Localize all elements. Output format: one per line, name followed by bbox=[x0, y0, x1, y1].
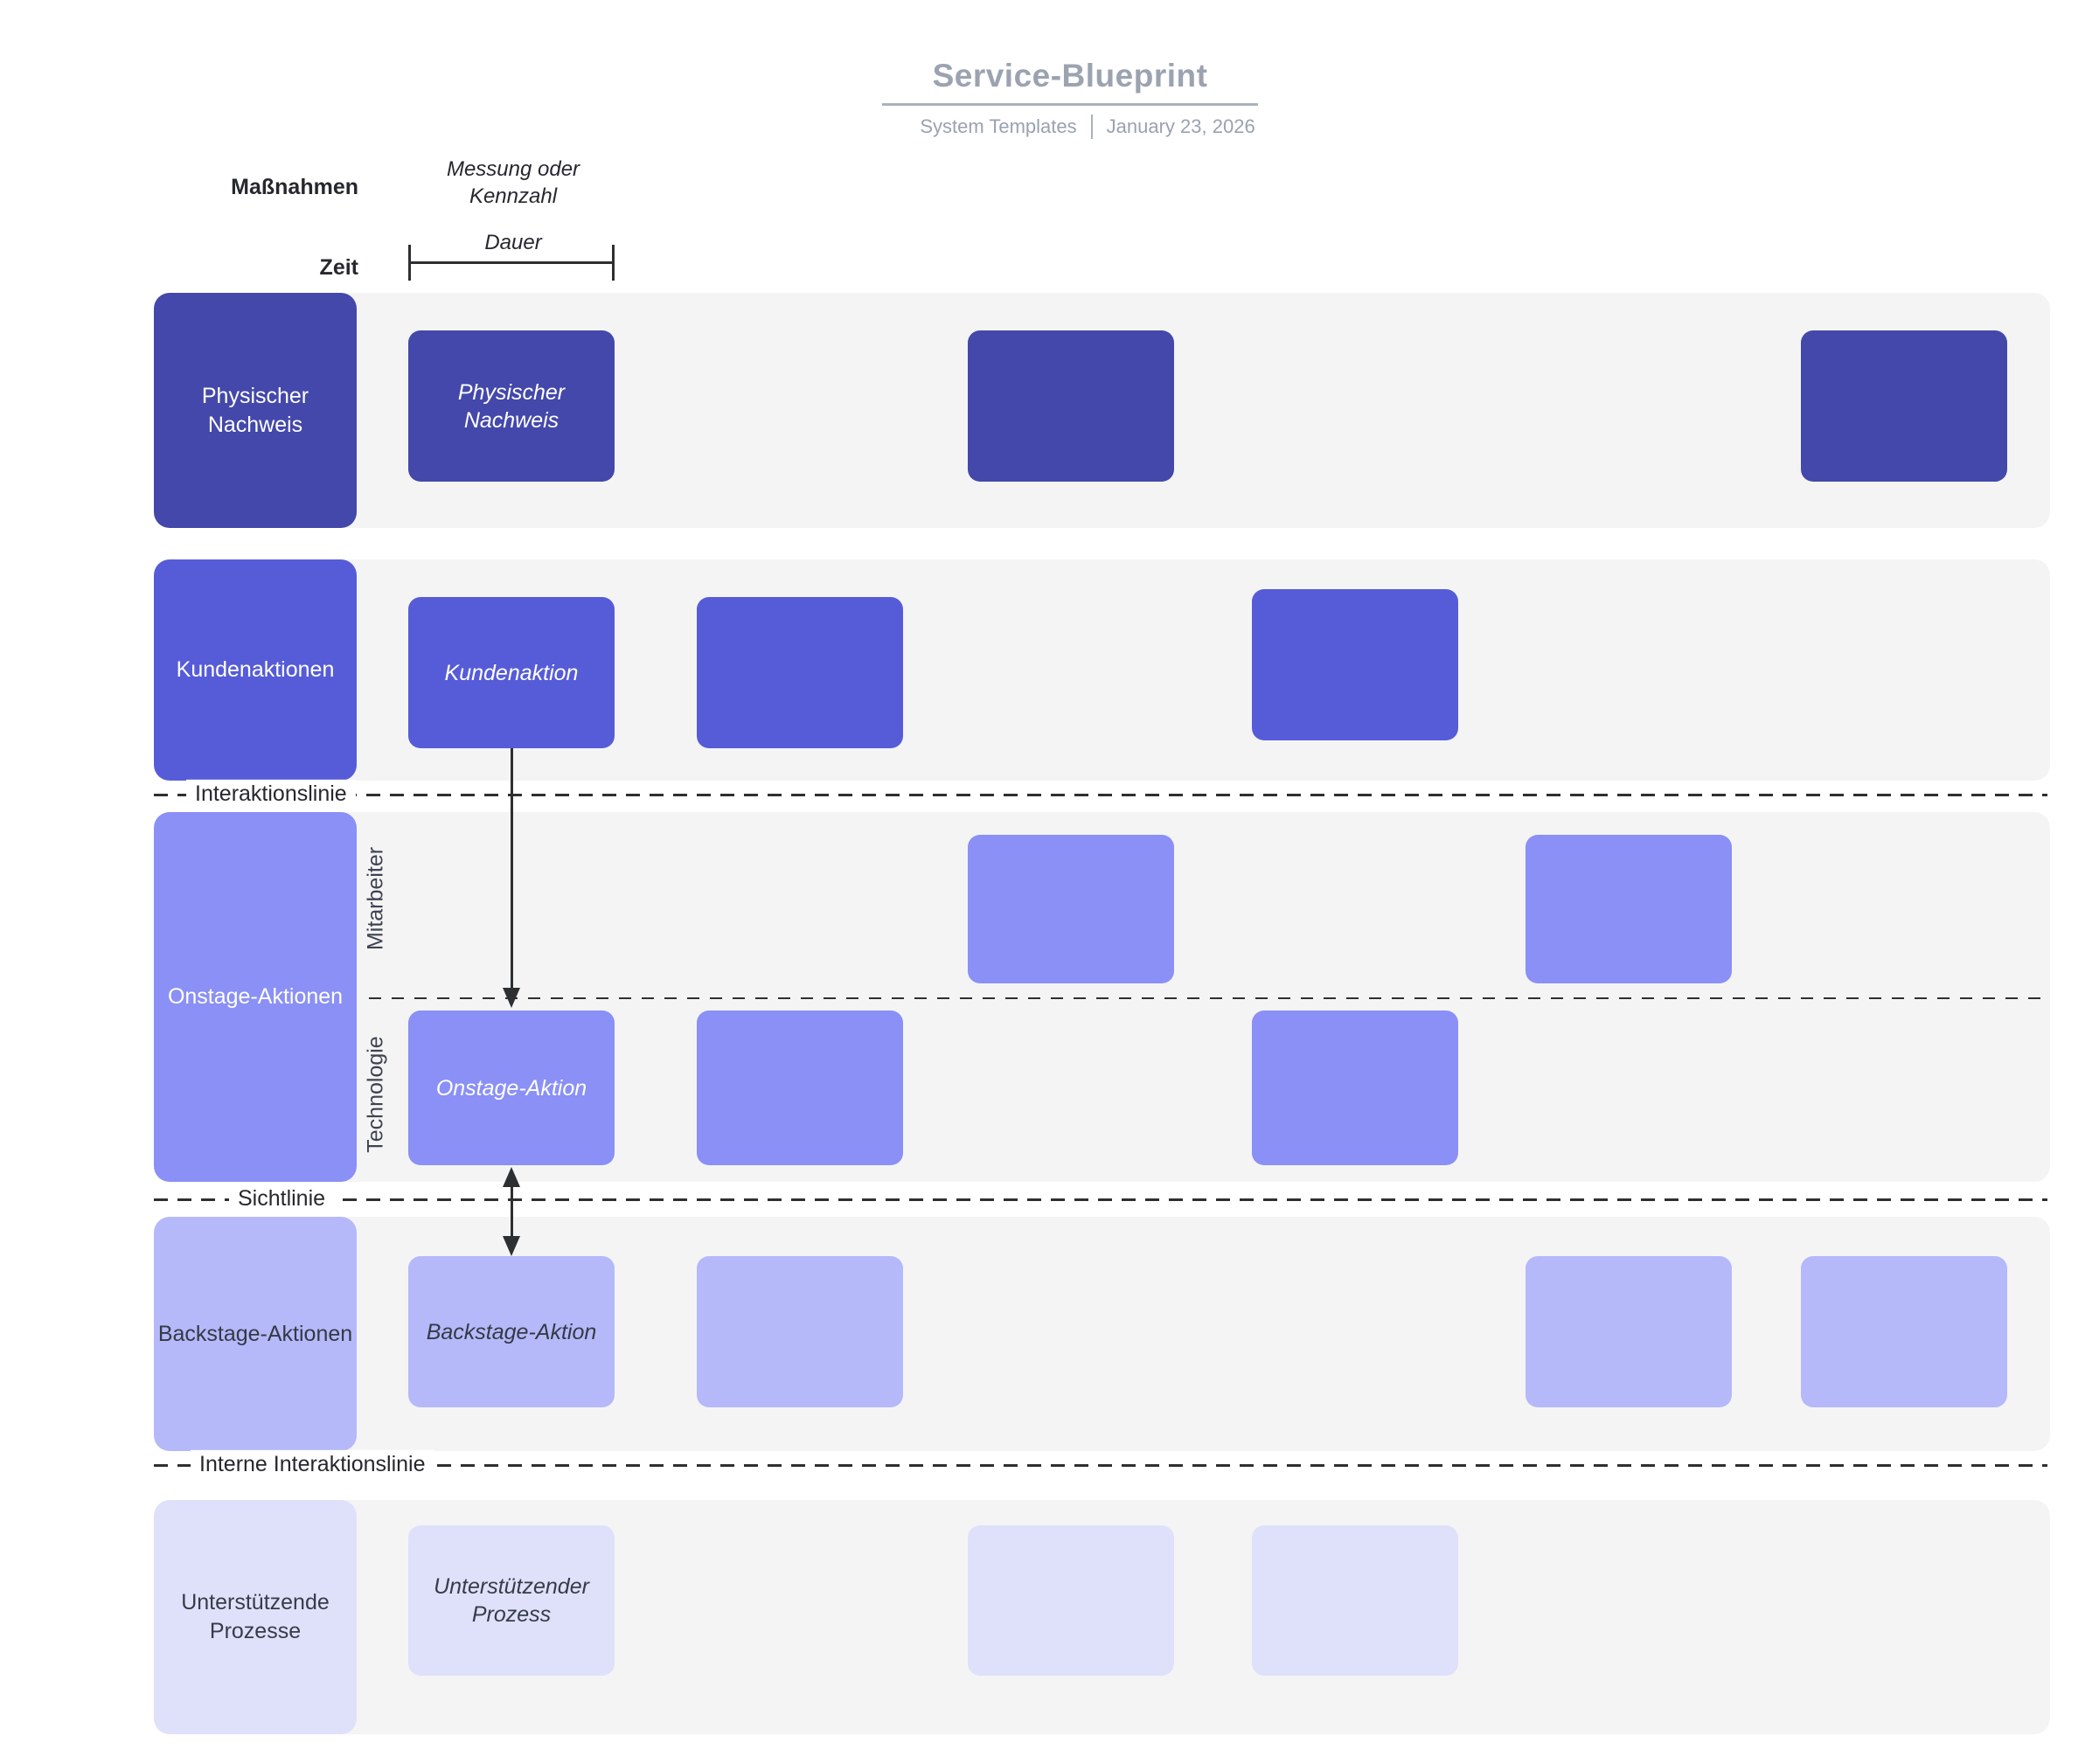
arrow-kundenaktion-to-onstage-head bbox=[503, 988, 520, 1008]
sublane-label-technologie: Technologie bbox=[363, 1036, 388, 1153]
internal-interaction-line-label: Interne Interaktionslinie bbox=[191, 1449, 434, 1479]
physischer-nachweis-box-2 bbox=[968, 330, 1174, 482]
box-label: Kundenaktion bbox=[444, 660, 579, 685]
unterstuetzender-prozess-labeled-box: Unterstützender Prozess bbox=[408, 1525, 615, 1676]
metric-label: Messung oder Kennzahl bbox=[446, 157, 580, 208]
page-title: Service-Blueprint bbox=[882, 58, 1258, 106]
lane-header-label: Unterstützende Prozesse bbox=[181, 1590, 330, 1643]
subtitle-separator bbox=[1090, 115, 1093, 139]
box-label: Unterstützender Prozess bbox=[434, 1574, 589, 1627]
backstage-aktion-box-2 bbox=[697, 1256, 903, 1407]
unterstuetzender-prozess-box-3 bbox=[1252, 1525, 1458, 1676]
duration-bracket-tick-left bbox=[408, 245, 411, 281]
sublane-label-mitarbeiter: Mitarbeiter bbox=[363, 846, 388, 951]
box-label: Physischer Nachweis bbox=[457, 379, 566, 433]
onstage-sublane-divider bbox=[369, 997, 2050, 999]
subtitle-source: System Templates bbox=[920, 115, 1077, 137]
lane-header-label: Onstage-Aktionen bbox=[167, 984, 344, 1009]
lane-header-physischer-nachweis: Physischer Nachweis bbox=[154, 293, 357, 528]
lane-header-kundenaktionen: Kundenaktionen bbox=[154, 559, 357, 781]
arrow-onstage-backstage-head-down bbox=[503, 1236, 520, 1256]
unterstuetzender-prozess-box-2 bbox=[968, 1525, 1174, 1676]
lane-header-label: Kundenaktionen bbox=[176, 657, 335, 682]
subtitle-date: January 23, 2026 bbox=[1106, 115, 1255, 137]
mitarbeiter-box-1 bbox=[968, 835, 1174, 983]
duration-bracket-tick-right bbox=[612, 245, 615, 281]
time-label: Zeit bbox=[319, 255, 358, 280]
lane-header-label: Backstage-Aktionen bbox=[157, 1321, 353, 1346]
kundenaktion-box-3 bbox=[1252, 589, 1458, 740]
box-label: Backstage-Aktion bbox=[426, 1319, 597, 1344]
visibility-line-label: Sichtlinie bbox=[229, 1184, 335, 1213]
title-block: Service-Blueprint System Templates Janua… bbox=[882, 58, 1258, 139]
measures-label: Maßnahmen bbox=[231, 175, 358, 199]
onstage-aktion-box-2 bbox=[697, 1010, 903, 1165]
duration-label: Dauer bbox=[484, 231, 542, 254]
box-label: Onstage-Aktion bbox=[435, 1075, 587, 1101]
interaction-line-label: Interaktionslinie bbox=[186, 779, 356, 809]
interaction-line bbox=[154, 794, 2047, 796]
arrow-onstage-backstage-line bbox=[511, 1186, 513, 1237]
lane-header-backstage-aktionen: Backstage-Aktionen bbox=[154, 1217, 357, 1451]
physischer-nachweis-box-3 bbox=[1801, 330, 2007, 482]
duration-bracket-line bbox=[408, 261, 615, 264]
subtitle: System Templates January 23, 2026 bbox=[882, 115, 1258, 139]
onstage-aktion-box-3 bbox=[1252, 1010, 1458, 1165]
arrow-kundenaktion-to-onstage-line bbox=[511, 748, 513, 988]
onstage-aktion-labeled-box: Onstage-Aktion bbox=[408, 1010, 615, 1165]
backstage-aktion-box-4 bbox=[1801, 1256, 2007, 1407]
lane-header-unterstuetzende-prozesse: Unterstützende Prozesse bbox=[154, 1500, 357, 1734]
physischer-nachweis-labeled-box: Physischer Nachweis bbox=[408, 330, 615, 482]
internal-interaction-line bbox=[154, 1464, 2047, 1467]
kundenaktion-labeled-box: Kundenaktion bbox=[408, 597, 615, 748]
lane-header-label: Physischer Nachweis bbox=[201, 383, 309, 437]
visibility-line bbox=[154, 1198, 2047, 1201]
mitarbeiter-box-2 bbox=[1526, 835, 1732, 983]
backstage-aktion-labeled-box: Backstage-Aktion bbox=[408, 1256, 615, 1407]
kundenaktion-box-2 bbox=[697, 597, 903, 748]
arrow-onstage-backstage-head-up bbox=[503, 1167, 520, 1187]
lane-header-onstage-aktionen: Onstage-Aktionen bbox=[154, 812, 357, 1182]
backstage-aktion-box-3 bbox=[1526, 1256, 1732, 1407]
